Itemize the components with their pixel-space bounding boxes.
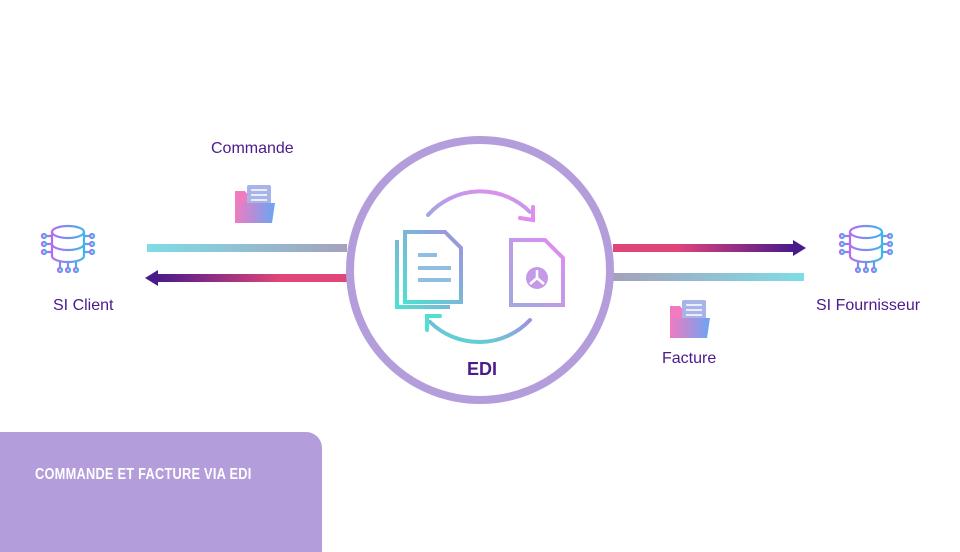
client-server-icon <box>40 224 96 274</box>
order-line-left <box>147 244 347 252</box>
pdf-document-icon <box>509 238 565 307</box>
arrowhead-right <box>793 240 806 256</box>
supplier-label: SI Fournisseur <box>816 297 921 314</box>
invoice-line-right <box>613 273 804 281</box>
invoice-arrow-left <box>157 274 347 282</box>
diagram-canvas <box>40 136 894 404</box>
caption-title: COMMANDE ET FACTURE VIA EDI <box>35 466 252 483</box>
invoice-label: Facture <box>662 350 717 367</box>
arrowhead-left <box>145 270 158 286</box>
invoice-folder-icon <box>669 299 711 339</box>
caption-panel <box>0 432 322 552</box>
sync-icon <box>425 189 535 345</box>
client-label: SI Client <box>53 297 114 314</box>
order-label: Commande <box>211 140 294 157</box>
supplier-server-icon <box>838 224 894 274</box>
order-folder-icon <box>234 184 276 224</box>
order-arrow-right <box>613 244 793 252</box>
edi-circle <box>346 136 614 404</box>
edi-label: EDI <box>467 359 498 379</box>
documents-icon <box>395 230 463 309</box>
